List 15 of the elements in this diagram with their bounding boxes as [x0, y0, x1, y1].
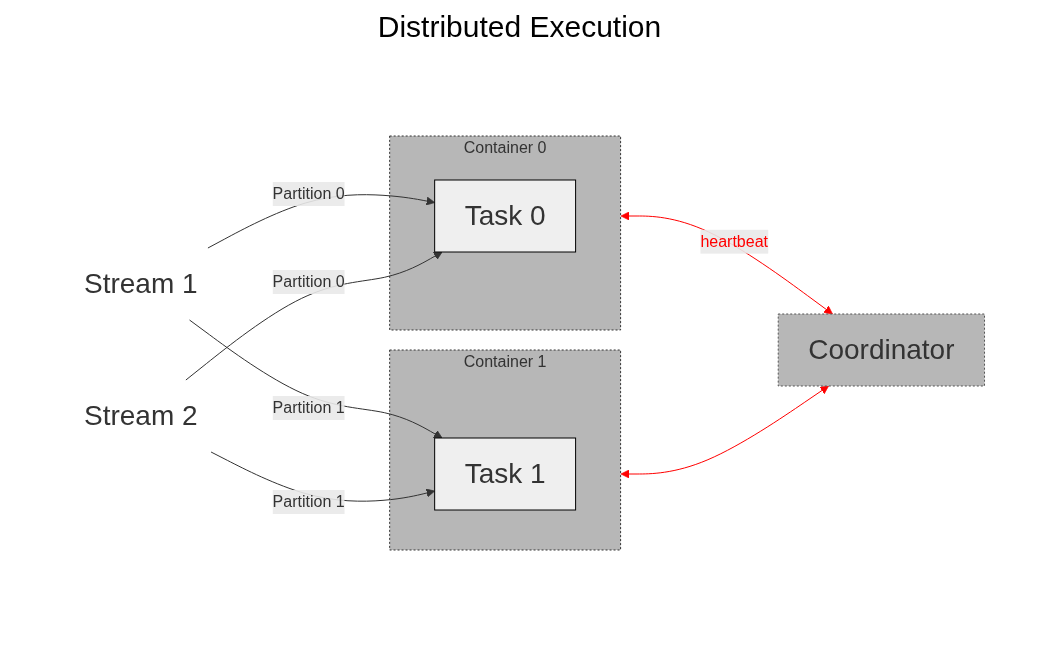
edge-label: Partition 0 — [272, 273, 345, 290]
diagram-title: Distributed Execution — [376, 10, 663, 44]
edge-label: Partition 0 — [272, 185, 345, 202]
arrow — [189, 319, 443, 439]
arrow — [620, 385, 830, 479]
node-box: Task 0 — [434, 179, 577, 253]
arrow — [620, 211, 834, 315]
node-box: Task 1 — [434, 437, 577, 511]
node-text: Stream 2 — [84, 400, 198, 431]
edge-label: Partition 1 — [272, 493, 345, 510]
edge-label: heartbeat — [700, 232, 769, 250]
node-box: Coordinator — [777, 313, 986, 387]
arrow — [185, 251, 443, 381]
edge-label: Partition 1 — [272, 399, 345, 416]
node-text: Stream 1 — [84, 268, 198, 299]
